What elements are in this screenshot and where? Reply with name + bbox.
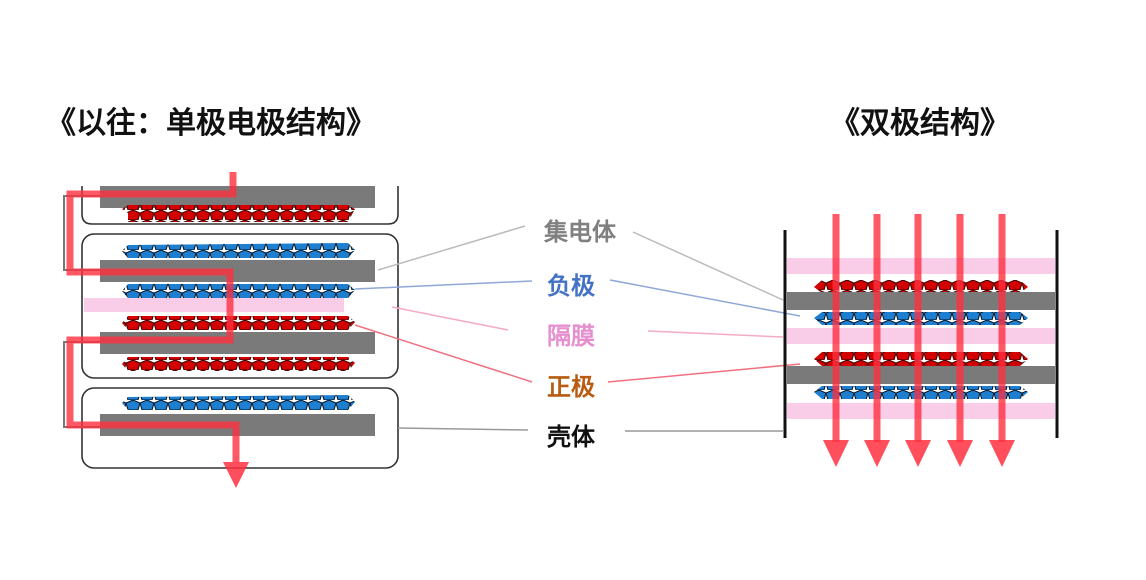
current-arrow-shaft: [832, 214, 840, 442]
current-arrow-shaft: [914, 214, 922, 442]
current-path: [66, 172, 240, 462]
leader-line-positive: [607, 363, 801, 383]
arrow-down-icon: [905, 440, 931, 467]
arrow-down-icon: [223, 462, 249, 488]
leader-line-separator: [647, 330, 784, 338]
positive-electrode-layer: [122, 357, 355, 371]
positive-electrode-layer: [122, 316, 355, 330]
negative-electrode-layer: [122, 284, 355, 298]
current-arrow-shaft: [873, 214, 881, 442]
positive-electrode-layer: [122, 205, 355, 222]
casing-cell-1: [81, 186, 399, 225]
leader-lines-right: [607, 231, 801, 432]
label-casing: 壳体: [547, 423, 595, 451]
label-positive-electrode: 正极: [547, 373, 595, 401]
leader-line-positive: [354, 324, 533, 383]
title-conventional-monopolar: 《以往：单极电极结构》: [46, 106, 376, 141]
current-arrows: [823, 214, 1015, 467]
leader-line-casing: [397, 427, 529, 431]
bipolar-structure: [783, 214, 1059, 467]
leader-line-negative: [354, 280, 533, 290]
leader-line-negative: [609, 279, 801, 317]
leader-line-collector: [632, 231, 784, 301]
monopolar-structure: [63, 172, 399, 488]
arrow-down-icon: [864, 440, 890, 467]
negative-electrode-layer: [122, 243, 355, 258]
title-bipolar: 《双极结构》: [830, 106, 1010, 141]
negative-electrode-layer: [122, 395, 355, 410]
label-negative-electrode: 负极: [547, 272, 595, 300]
arrow-down-icon: [823, 440, 849, 467]
leader-line-collector: [377, 225, 526, 271]
label-separator: 隔膜: [547, 322, 595, 350]
label-current-collector: 集电体: [544, 218, 616, 246]
current-arrow-shaft: [998, 214, 1006, 442]
leader-line-separator: [391, 306, 509, 331]
separator-layer: [84, 298, 344, 312]
current-arrow-shaft: [956, 214, 964, 442]
arrow-down-icon: [989, 440, 1015, 467]
casing-cell-2: [81, 233, 399, 379]
current-collector: [100, 260, 375, 282]
leader-lines-left: [354, 225, 533, 431]
arrow-down-icon: [947, 440, 973, 467]
